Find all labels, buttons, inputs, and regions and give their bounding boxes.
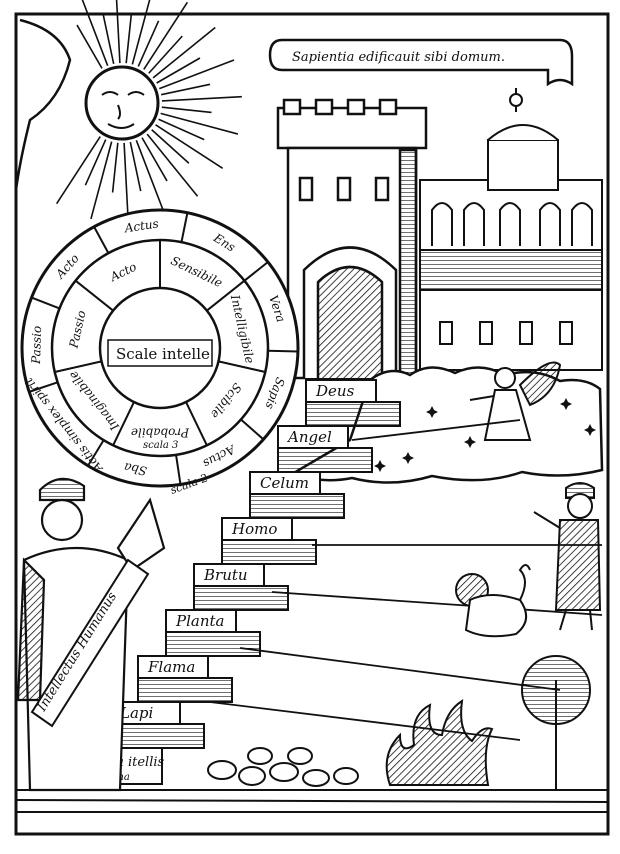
- wheel-diagram: Scale intelle SensibileIntelligibileScib…: [20, 208, 300, 488]
- ladder-of-being: DeusAngelCelumHomoBrutuPlantaFlamaLapiSc…: [81, 379, 401, 785]
- ladder-step-label-3: Homo: [231, 520, 277, 538]
- banner: Sapientia edificauit sibi domum.: [268, 38, 574, 87]
- ladder-step-0: Deus: [305, 379, 401, 427]
- wheel-outer-label-6: Passio: [29, 326, 44, 365]
- ladder-step-label-6: Flama: [147, 658, 195, 676]
- ladder-step-label-0: Deus: [315, 382, 355, 400]
- ladder-step-label-5: Planta: [175, 612, 224, 630]
- lion-figure: [455, 564, 531, 638]
- frame-border: [14, 12, 610, 836]
- stones: [207, 747, 359, 787]
- angel-figure: [469, 361, 562, 441]
- wheel-inner-label-3: Probabile: [131, 426, 190, 440]
- ladder-step-4: Brutu: [193, 563, 289, 611]
- flames: [385, 699, 494, 786]
- ladder-step-label-4: Brutu: [203, 566, 248, 584]
- ladder-step-3: Homo: [221, 517, 317, 565]
- wheel-center-label: Scale intelle: [116, 345, 210, 363]
- ladder-step-7: Lapi: [109, 701, 205, 749]
- wheel-outer-label-4: Sba: [123, 460, 148, 478]
- banner-text: Sapientia edificauit sibi domum.: [292, 50, 505, 65]
- ladder-step-6: Flama: [137, 655, 233, 703]
- ladder-step-label-7: Lapi: [119, 704, 154, 722]
- tower: [276, 98, 428, 380]
- ray-lines: [209, 419, 603, 741]
- ladder-step-5: Planta: [165, 609, 261, 657]
- ladder-step-label-2: Celum: [260, 474, 309, 492]
- cloud-left: [14, 18, 72, 191]
- sun-icon: [55, 0, 242, 223]
- palace: [419, 88, 603, 371]
- ladder-step-label-1: Angel: [286, 428, 332, 446]
- wheel-scale-mark: scala 3: [143, 440, 178, 451]
- ladder-step-1: Angel: [277, 425, 373, 473]
- standing-figure: [533, 482, 602, 631]
- ground: [15, 789, 609, 813]
- ladder-step-2: Celum: [249, 471, 345, 519]
- tree-figure: [521, 655, 591, 790]
- wheel-outer-label-8: Actus: [123, 216, 160, 235]
